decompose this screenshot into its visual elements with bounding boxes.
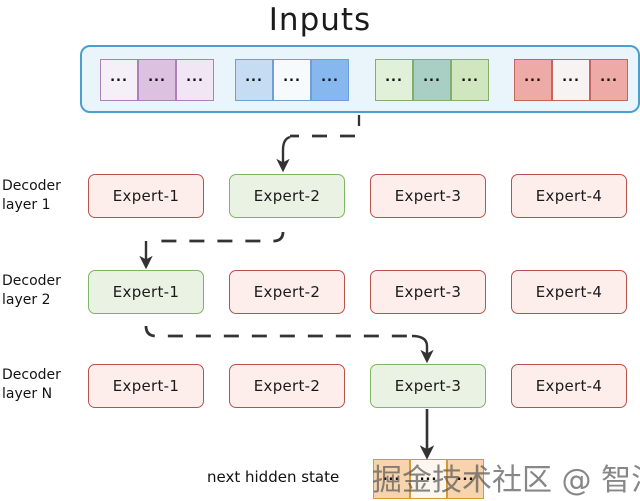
- ellipsis-icon: ...: [382, 469, 401, 484]
- layer-2-expert-3[interactable]: Expert-3: [370, 270, 486, 314]
- layer-1-expert-3[interactable]: Expert-3: [370, 174, 486, 218]
- output-token-cell: ...: [410, 459, 447, 499]
- ellipsis-icon: ...: [419, 469, 438, 484]
- token-cell: ...: [514, 59, 552, 101]
- token-cell: ...: [375, 59, 413, 101]
- ellipsis-icon: ...: [600, 70, 618, 85]
- layer-2-expert-4[interactable]: Expert-4: [511, 270, 627, 314]
- ellipsis-icon: ...: [562, 70, 580, 85]
- layer-label-line2: layer 2: [2, 292, 51, 308]
- layer-n-expert-3[interactable]: Expert-3: [370, 364, 486, 408]
- output-token-cell: ...: [447, 459, 484, 499]
- layer-label-line1: Decoder: [2, 367, 61, 383]
- ellipsis-icon: ...: [321, 70, 339, 85]
- route-l1e2-to-l2e1-dashed: [160, 231, 285, 243]
- token-cell: ...: [590, 59, 628, 101]
- ellipsis-icon: ...: [186, 70, 204, 85]
- decoder-layer-2-label: Decoder layer 2: [2, 272, 82, 310]
- layer-label-line2: layer 1: [2, 197, 51, 213]
- route-l2e1-to-lne3-dashed: [144, 325, 410, 338]
- token-cell: ...: [138, 59, 176, 101]
- token-cell: ...: [273, 59, 311, 101]
- ellipsis-icon: ...: [461, 70, 479, 85]
- token-cell: ...: [552, 59, 590, 101]
- token-cell: ...: [235, 59, 273, 101]
- output-token-cell: ...: [373, 459, 410, 499]
- ellipsis-icon: ...: [283, 70, 301, 85]
- purple-token-group: ... ... ...: [100, 59, 214, 101]
- ellipsis-icon: ...: [245, 70, 263, 85]
- layer-1-expert-2[interactable]: Expert-2: [229, 174, 345, 218]
- layer-n-expert-1[interactable]: Expert-1: [88, 364, 204, 408]
- ellipsis-icon: ...: [110, 70, 128, 85]
- next-hidden-state-label: next hidden state: [207, 468, 340, 486]
- ellipsis-icon: ...: [456, 469, 475, 484]
- route-l2e1-to-lne3-arrow: [411, 334, 434, 364]
- green-token-group: ... ... ...: [375, 59, 489, 101]
- layer-n-expert-2[interactable]: Expert-2: [229, 364, 345, 408]
- blue-token-group: ... ... ...: [235, 59, 349, 101]
- layer-1-expert-1[interactable]: Expert-1: [88, 174, 204, 218]
- layer-n-expert-4[interactable]: Expert-4: [511, 364, 627, 408]
- page-title: Inputs: [268, 2, 372, 38]
- token-cell: ...: [413, 59, 451, 101]
- token-cell: ...: [100, 59, 138, 101]
- token-cell: ...: [176, 59, 214, 101]
- route-inputs-to-l1e2-arrow: [276, 135, 291, 173]
- layer-label-line2: layer N: [2, 386, 53, 402]
- token-cell: ...: [451, 59, 489, 101]
- ellipsis-icon: ...: [385, 70, 403, 85]
- layer-1-expert-4[interactable]: Expert-4: [511, 174, 627, 218]
- decoder-layer-n-label: Decoder layer N: [2, 366, 82, 404]
- ellipsis-icon: ...: [524, 70, 542, 85]
- ellipsis-icon: ...: [148, 70, 166, 85]
- red-token-group: ... ... ...: [514, 59, 628, 101]
- ellipsis-icon: ...: [423, 70, 441, 85]
- layer-2-expert-1[interactable]: Expert-1: [88, 270, 204, 314]
- token-cell: ...: [311, 59, 349, 101]
- output-token-group: ... ... ...: [373, 459, 484, 499]
- layer-2-expert-2[interactable]: Expert-2: [229, 270, 345, 314]
- layer-label-line1: Decoder: [2, 178, 61, 194]
- decoder-layer-1-label: Decoder layer 1: [2, 177, 82, 215]
- layer-label-line1: Decoder: [2, 273, 61, 289]
